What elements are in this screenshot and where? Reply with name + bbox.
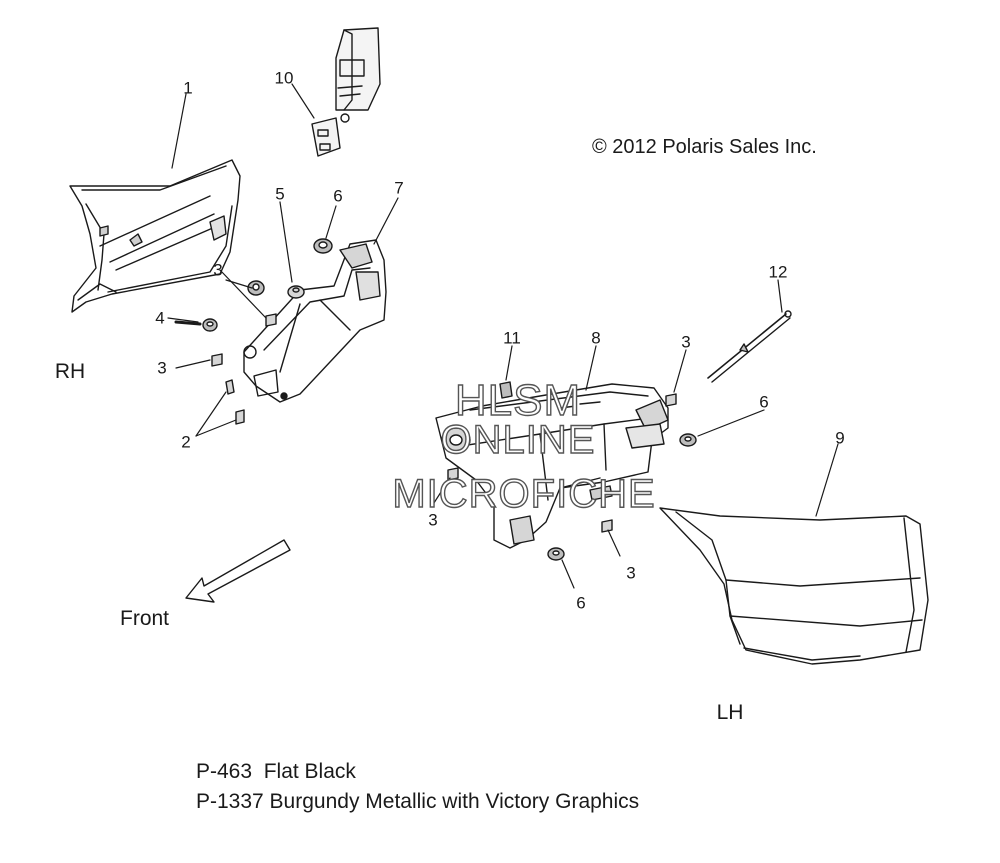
- part-3-screw-lh-upper: [665, 393, 677, 407]
- part-12-cable-tie: [707, 310, 792, 383]
- part-1-rh-side-cover: [69, 159, 241, 313]
- part-3-screw-rh-upper: [265, 313, 277, 327]
- part-11-bolt: [499, 381, 513, 399]
- paint-code-burgundy: P-1337 Burgundy Metallic with Victory Gr…: [196, 790, 640, 813]
- front-label: Front: [120, 607, 170, 630]
- callout-3-rh-top: 3: [213, 260, 223, 280]
- callout-6-lh-upper: 6: [759, 392, 769, 412]
- lh-label: LH: [716, 701, 744, 724]
- callout-4: 4: [155, 308, 165, 328]
- callout-2: 2: [181, 432, 191, 452]
- part-3-grommet-rh-top: [247, 280, 265, 296]
- callout-6-lh-lower: 6: [576, 593, 586, 613]
- part-5-nut: [287, 285, 305, 299]
- part-10-relay-assembly: [311, 27, 381, 157]
- callout-5: 5: [275, 184, 285, 204]
- part-3-screw-rh-lower: [211, 353, 223, 367]
- callout-3-lh-upper: 3: [681, 332, 691, 352]
- callout-8: 8: [591, 328, 601, 348]
- callout-9: 9: [835, 428, 845, 448]
- rh-label: RH: [54, 360, 86, 383]
- paint-code-legend: P-463 Flat Black P-1337 Burgundy Metalli…: [196, 757, 639, 817]
- watermark-line-3: MICROFICHE: [392, 471, 656, 516]
- callout-1: 1: [183, 78, 193, 98]
- callout-3-rh-lower: 3: [157, 358, 167, 378]
- part-9-lh-side-cover: [659, 507, 929, 665]
- callout-3-lh-lower: 3: [626, 563, 636, 583]
- part-8-lh-bracket: [435, 383, 669, 549]
- part-3-screw-lh-left: [447, 467, 459, 481]
- copyright-notice: © 2012 Polaris Sales Inc.: [592, 136, 817, 158]
- callout-3-lh-left: 3: [428, 510, 438, 530]
- part-7-rh-bracket: [243, 239, 387, 403]
- part-2-screws: [225, 379, 245, 425]
- callout-10: 10: [274, 68, 294, 88]
- paint-code-flat-black: P-463 Flat Black: [196, 760, 356, 783]
- part-6-grommet-rh: [313, 238, 333, 254]
- watermark-line-1: HLSM: [454, 375, 582, 425]
- front-direction-arrow: [185, 539, 291, 603]
- leader-lines: [167, 83, 839, 589]
- part-3-screw-lh-lower: [601, 519, 613, 533]
- part-4-bolt-washer: [174, 318, 218, 332]
- callout-6-rh: 6: [333, 186, 343, 206]
- callout-11: 11: [503, 328, 521, 348]
- part-6-grommet-lh-lower: [547, 547, 565, 561]
- watermark-line-2: ONLINE: [440, 417, 596, 462]
- callout-7: 7: [394, 178, 404, 198]
- callout-12: 12: [768, 262, 788, 282]
- part-6-grommet-lh-upper: [679, 433, 697, 447]
